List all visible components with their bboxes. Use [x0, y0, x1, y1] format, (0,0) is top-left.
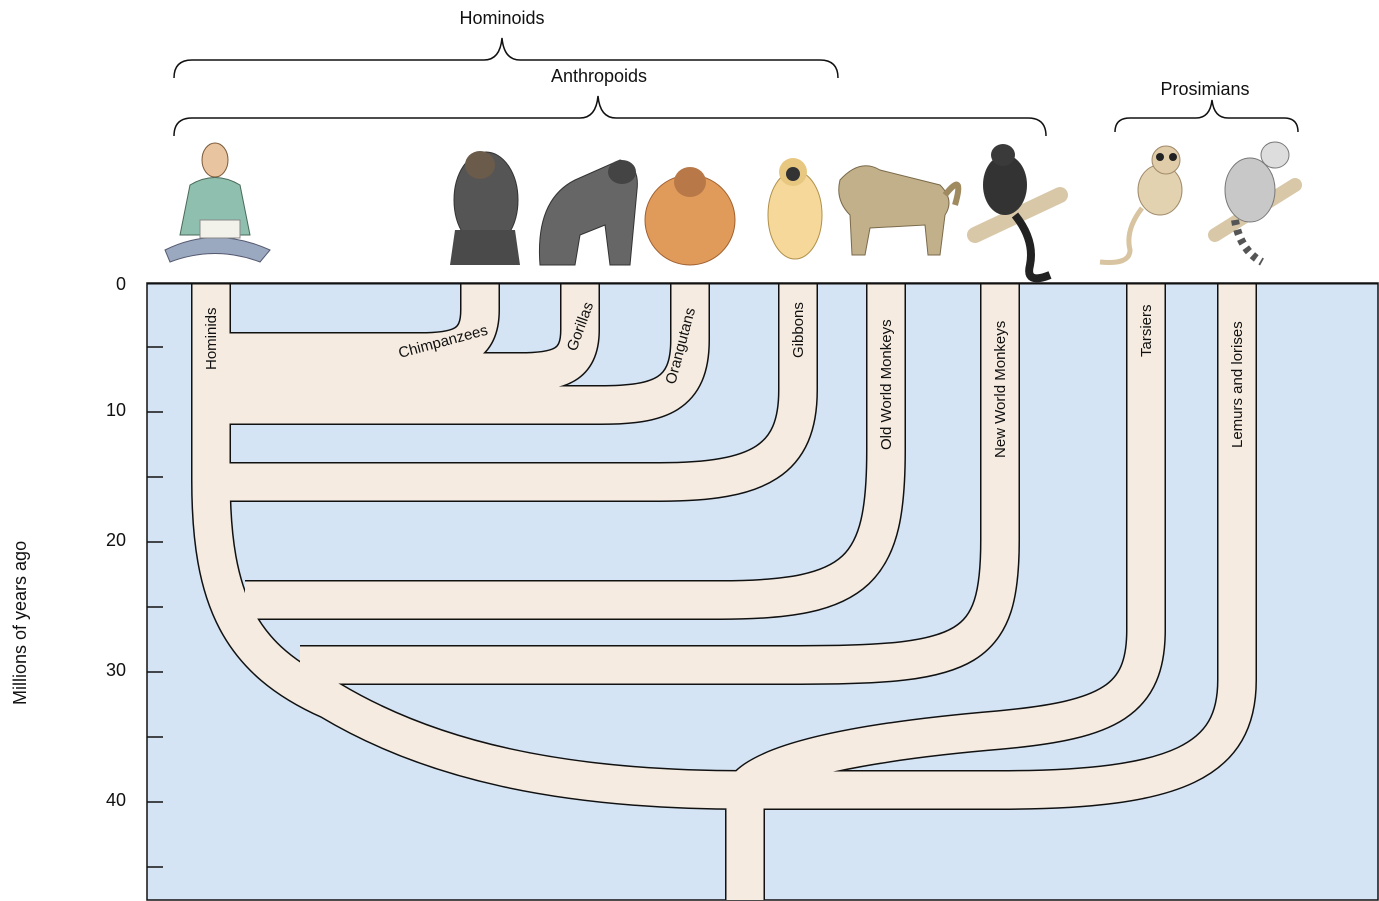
animal-illustrations: [164, 141, 1302, 283]
hominoids-brace: [173, 37, 839, 79]
prosimians-brace: [1114, 99, 1299, 133]
anthropoids-label: Anthropoids: [550, 66, 648, 86]
y-tick-0: 0: [115, 274, 126, 294]
ring-tailed-lemur-icon: [1208, 141, 1302, 266]
y-tick-30: 30: [105, 660, 126, 680]
label-new-world-monkeys: New World Monkeys: [992, 321, 1009, 458]
anthropoids-brace: [173, 95, 1047, 137]
y-tick-40: 40: [105, 790, 126, 810]
taxon-labels: Hominids Chimpanzees Gorillas Orangutans…: [203, 300, 1246, 458]
tarsier-icon: [1099, 145, 1183, 265]
y-tick-20: 20: [105, 530, 126, 550]
baboon-icon: [838, 165, 962, 256]
gorilla-icon: [538, 159, 638, 266]
label-lemurs-lorises: Lemurs and lorises: [1229, 321, 1246, 448]
chimpanzee-icon: [450, 151, 520, 265]
hominoids-label: Hominoids: [459, 8, 545, 28]
brace-marks: [173, 37, 1299, 137]
prosimians-label: Prosimians: [1160, 79, 1250, 99]
human-figure-icon: [164, 142, 271, 263]
label-old-world-monkeys: Old World Monkeys: [878, 319, 895, 450]
spider-monkey-icon: [967, 144, 1068, 283]
orangutan-icon: [644, 167, 736, 266]
gibbon-icon: [767, 158, 823, 260]
y-tick-10: 10: [105, 400, 126, 420]
branches: [147, 283, 1378, 900]
axis-ticks: [147, 346, 163, 868]
label-gibbons: Gibbons: [790, 302, 807, 358]
label-hominids: Hominids: [203, 307, 220, 370]
label-tarsiers: Tarsiers: [1138, 304, 1155, 357]
